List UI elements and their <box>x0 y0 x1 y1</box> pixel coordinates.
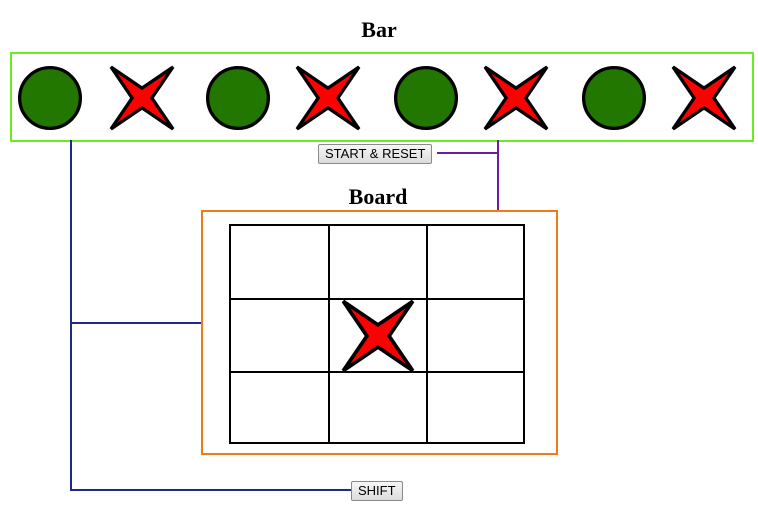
board-cell[interactable] <box>229 224 330 300</box>
bar-title: Bar <box>361 17 397 42</box>
bar-piece-cross[interactable] <box>295 65 361 131</box>
board-cell[interactable] <box>328 371 428 444</box>
cross-piece-icon <box>341 299 415 372</box>
circle-piece-icon <box>393 65 459 131</box>
bar-shift-wire-vertical <box>70 140 72 491</box>
cross-piece-icon <box>295 65 361 131</box>
bar-piece-circle[interactable] <box>393 65 459 131</box>
start-wire-horizontal <box>437 152 499 154</box>
circle-piece-icon <box>205 65 271 131</box>
cross-piece-icon <box>109 65 175 131</box>
board-cell[interactable] <box>328 298 428 373</box>
board-cell[interactable] <box>426 371 525 444</box>
start-wire-vertical <box>497 140 499 211</box>
start-reset-button[interactable]: START & RESET <box>318 144 433 164</box>
bar-piece-cross[interactable] <box>109 65 175 131</box>
board-shift-wire <box>70 322 202 324</box>
board-cell[interactable] <box>229 298 330 373</box>
bar-piece-circle[interactable] <box>581 65 647 131</box>
bar-piece-cross[interactable] <box>483 65 549 131</box>
board-title: Board <box>348 184 408 209</box>
board-cell[interactable] <box>328 224 428 300</box>
bar-piece-cross[interactable] <box>671 65 737 131</box>
shift-button[interactable]: SHIFT <box>351 481 403 501</box>
board-cell[interactable] <box>426 224 525 300</box>
cross-piece-icon <box>483 65 549 131</box>
board-cell[interactable] <box>229 371 330 444</box>
shift-wire-horizontal <box>70 489 352 491</box>
circle-piece-icon <box>17 65 83 131</box>
bar-piece-circle[interactable] <box>17 65 83 131</box>
circle-piece-icon <box>581 65 647 131</box>
board-grid <box>229 224 525 444</box>
board-frame <box>201 210 558 455</box>
cross-piece-icon <box>671 65 737 131</box>
piece-bar <box>10 52 754 142</box>
bar-piece-circle[interactable] <box>205 65 271 131</box>
board-cell[interactable] <box>426 298 525 373</box>
